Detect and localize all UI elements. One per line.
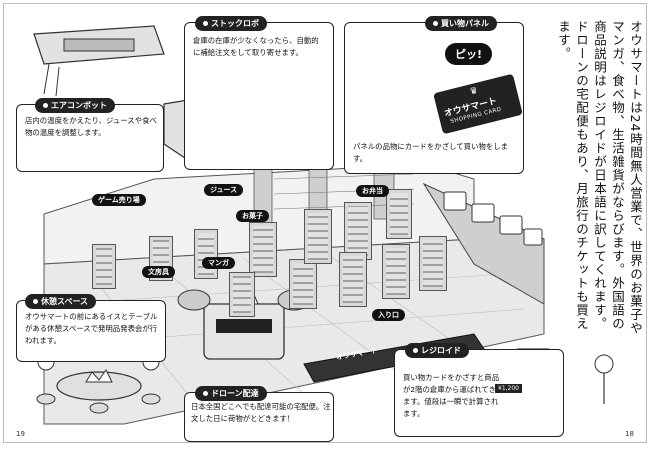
shelf xyxy=(249,222,277,277)
register-price: ¥1,200 xyxy=(495,384,522,393)
page-number-left: 19 xyxy=(16,430,25,438)
shelf xyxy=(339,252,367,307)
shelf xyxy=(344,202,372,260)
shelf xyxy=(92,244,116,289)
drone-desc: 日本全国どこへでも配達可能の宅配便。注文した日に荷物がとどきます！ xyxy=(191,402,331,423)
register-label: レジロイド xyxy=(405,343,469,358)
stock-desc: 倉庫の在庫が少なくなったら、自動的に補給注文をして取り寄せます。 xyxy=(193,36,319,57)
drone-label: ドローン配達 xyxy=(195,386,267,401)
page-number-right: 18 xyxy=(625,430,634,438)
stock-callout: ストックロボ 倉庫の在庫が少なくなったら、自動的に補給注文をして取り寄せます。 xyxy=(184,16,334,170)
main-text: オウサマートは24時間無人営業で、世界のお菓子やマンガ、食べ物、生活雑貨がならび… xyxy=(556,20,643,335)
shelf xyxy=(229,272,255,317)
crown-icon: ♛ xyxy=(468,85,480,98)
aircon-callout: エアコンボット 店内の温度をかえたり、ジュースや食べ物の温度を調整します。 xyxy=(16,98,164,172)
rest-label: 休憩スペース xyxy=(25,294,97,309)
shelf xyxy=(289,259,317,309)
drone-callout: ドローン配達 日本全国どこへでも配達可能の宅配便。注文した日に荷物がとどきます！ xyxy=(184,386,334,442)
shelf xyxy=(419,236,447,291)
rest-callout: 休憩スペース オウサマートの前にあるイスとテーブルがある休憩スペースで発明品発表… xyxy=(16,294,166,362)
aircon-desc: 店内の温度をかえたり、ジュースや食べ物の温度を調整します。 xyxy=(25,116,157,137)
area-manga: マンガ xyxy=(202,257,235,269)
shelf xyxy=(304,209,332,264)
pi-bubble: ピッ! xyxy=(445,43,493,65)
register-desc: 買い物カードをかざすと商品が2階の倉庫から運ばれてきます。値段は一瞬で計算されま… xyxy=(403,373,500,418)
rest-desc: オウサマートの前にあるイスとテーブルがある休憩スペースで発明品発表会が行われます… xyxy=(25,312,158,345)
panel-desc: パネルの品物にカードをかざして買い物をします。 xyxy=(353,142,508,163)
page-frame: ゲーム売り場 ジュース お弁当 お菓子 文房具 マンガ 入り口 オウサマート エ… xyxy=(3,3,647,443)
shelf xyxy=(194,229,218,279)
panel-label: 買い物パネル xyxy=(425,16,497,31)
shelf xyxy=(382,244,410,299)
area-juice: ジュース xyxy=(204,184,244,196)
panel-callout: 買い物パネル ピッ! ♛ オウサマート SHOPPING CARD パネルの品物… xyxy=(344,16,524,174)
aircon-label: エアコンボット xyxy=(35,98,115,113)
area-game: ゲーム売り場 xyxy=(92,194,146,206)
area-stationery: 文房具 xyxy=(142,266,175,278)
shopping-card: ♛ オウサマート SHOPPING CARD xyxy=(433,73,523,135)
stock-label: ストックロボ xyxy=(195,16,267,31)
register-callout: レジロイド 買い物カードをかざすと商品が2階の倉庫から運ばれてきます。値段は一瞬… xyxy=(394,343,564,437)
area-bento: お弁当 xyxy=(356,185,389,197)
area-entrance: 入り口 xyxy=(372,309,405,321)
area-snack: お菓子 xyxy=(236,210,269,222)
shelf xyxy=(386,189,412,239)
